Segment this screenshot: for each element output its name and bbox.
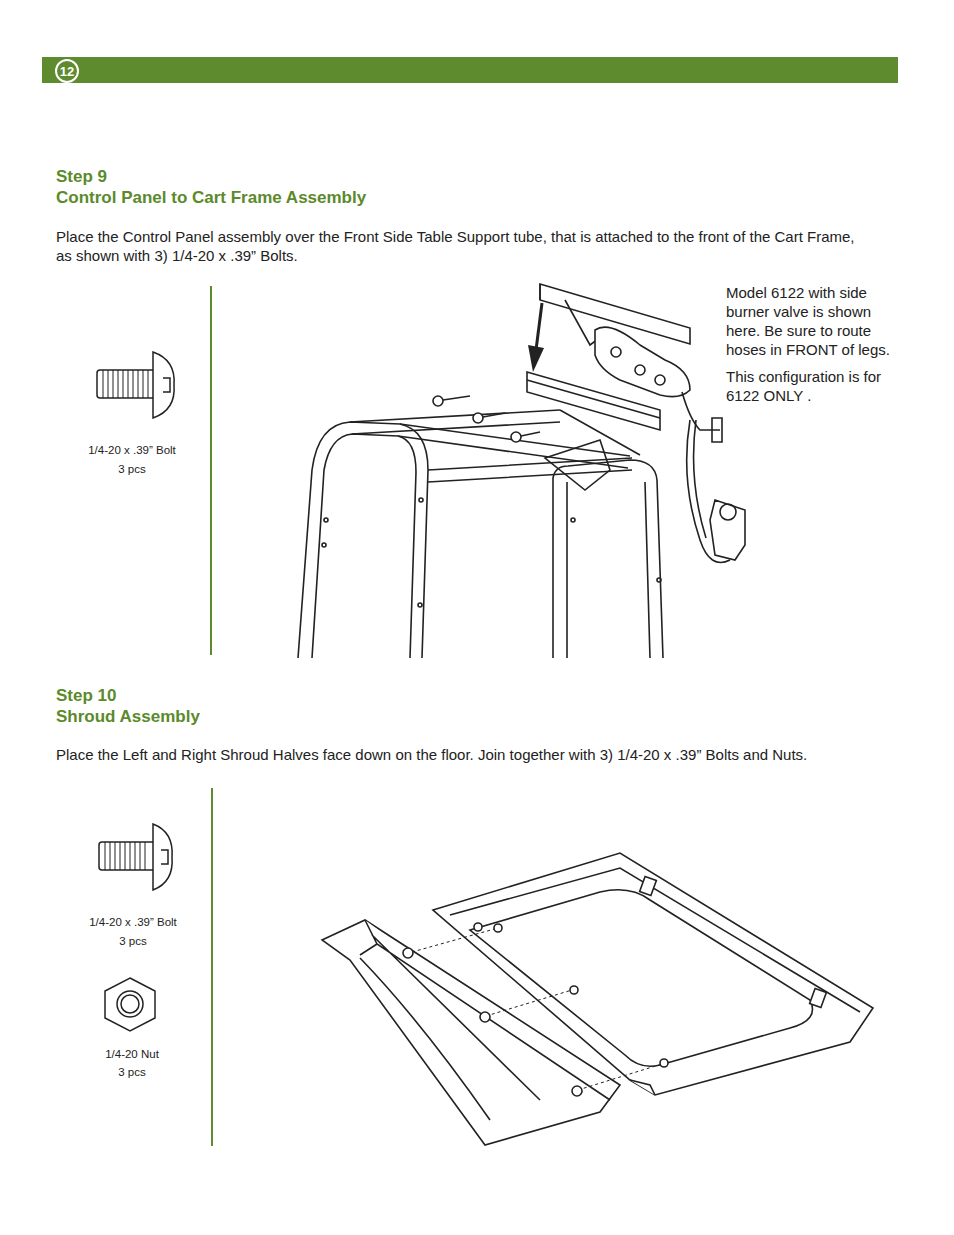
page-number-circle: 12 — [55, 59, 79, 83]
callout-note: Model 6122 with side burner valve is sho… — [726, 283, 904, 359]
step-number: Step 10 — [56, 685, 116, 706]
page-number: 12 — [60, 64, 74, 79]
part-quantity: 3 pcs — [118, 1065, 146, 1079]
part-label: 1/4-20 x .39” Bolt — [88, 443, 176, 457]
callout-note: This configuration is for 6122 ONLY . — [726, 367, 904, 405]
bolt-icon — [97, 352, 174, 418]
part-label: 1/4-20 Nut — [105, 1047, 159, 1061]
nut-icon — [105, 978, 155, 1031]
step-title: Shroud Assembly — [56, 706, 200, 727]
down-arrow — [528, 303, 544, 372]
instruction-text: Place the Control Panel assembly over th… — [56, 227, 856, 265]
step-number: Step 9 — [56, 166, 107, 187]
shroud-drawing — [322, 853, 873, 1145]
part-quantity: 3 pcs — [118, 462, 146, 476]
divider-line — [210, 286, 212, 655]
instruction-text: Place the Left and Right Shroud Halves f… — [56, 745, 896, 764]
bolt-icon — [99, 824, 172, 890]
part-label: 1/4-20 x .39” Bolt — [89, 915, 177, 929]
cart-frame-drawing — [298, 284, 745, 658]
divider-line — [211, 788, 213, 1146]
part-quantity: 3 pcs — [119, 934, 147, 948]
step-title: Control Panel to Cart Frame Assembly — [56, 187, 366, 208]
header-bar — [42, 57, 898, 83]
